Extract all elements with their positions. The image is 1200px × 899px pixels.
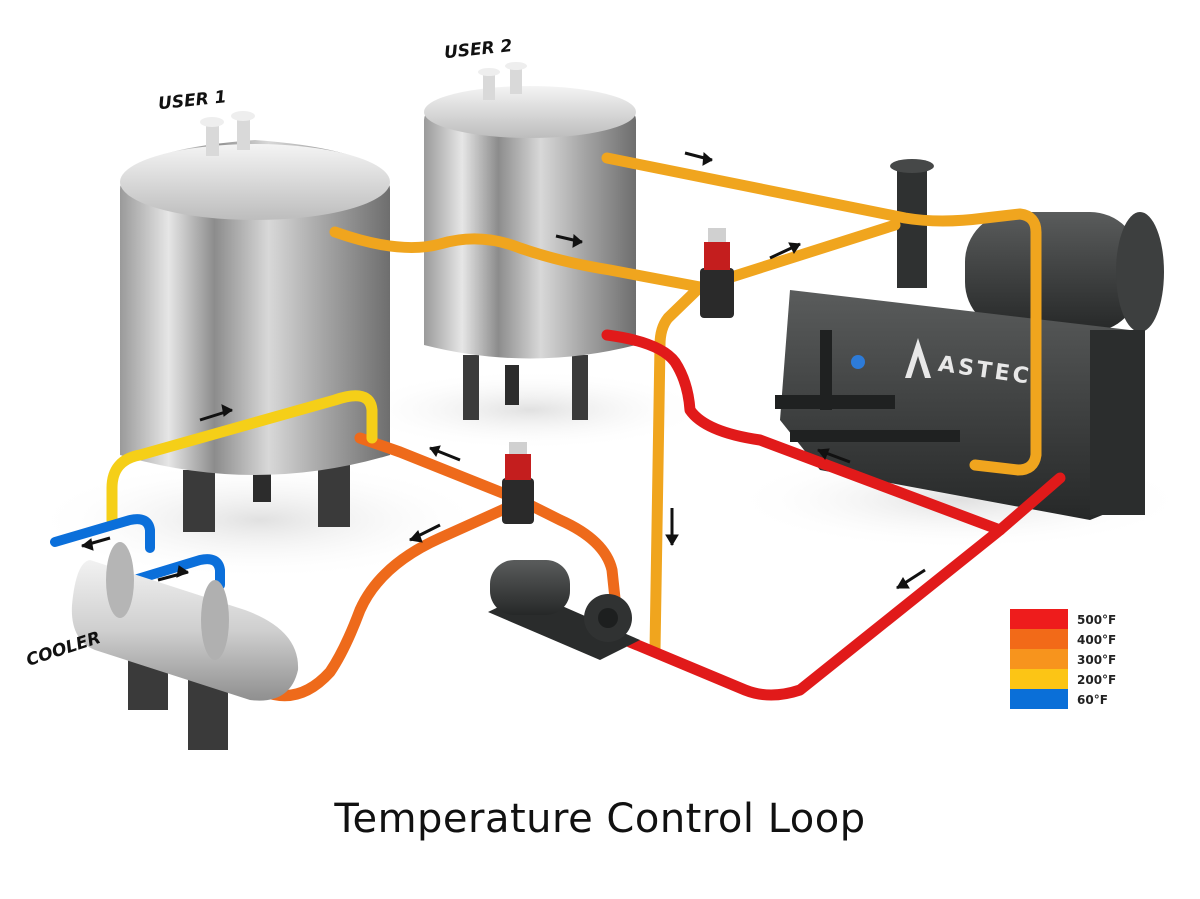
flow-arrow-icon [157, 565, 190, 582]
brand-logo-icon [905, 338, 931, 378]
flow-arrow-icon [409, 523, 441, 543]
tank-nozzle [505, 62, 527, 70]
flow-arrow-icon [199, 404, 233, 422]
diagram-caption: Temperature Control Loop [334, 796, 866, 842]
tank-leg [572, 355, 588, 420]
pipe-300-drop [649, 281, 706, 656]
pump-housing [598, 608, 618, 628]
pipe-300-supply [601, 152, 1042, 476]
heater-pipework [775, 395, 895, 409]
cooler-label: COOLER [24, 628, 103, 671]
valve-lower [502, 442, 534, 524]
floor-shadow [30, 460, 490, 580]
gauge-icon [851, 355, 865, 369]
tank-top [424, 86, 636, 138]
tank-nozzle [200, 117, 224, 127]
pump [488, 560, 640, 660]
temperature-legend: 500°F 400°F 300°F 200°F 60°F [1010, 609, 1116, 709]
flow-arrow-icon [665, 508, 679, 546]
tank-nozzle [237, 116, 250, 150]
legend-label: 60°F [1077, 693, 1108, 707]
legend-swatch [1010, 629, 1068, 649]
flow-arrow-icon [684, 151, 713, 166]
legend-item: 60°F [1010, 689, 1108, 709]
flow-arrow-icon [555, 233, 583, 248]
valve-actuator [708, 228, 726, 242]
heater-pipework [820, 330, 832, 410]
legend-swatch [1010, 609, 1068, 629]
tank-nozzle [483, 72, 495, 100]
pipe-60-out [113, 554, 225, 590]
tank-nozzle [206, 122, 219, 156]
legend-swatch [1010, 649, 1068, 669]
valve-actuator [505, 454, 531, 480]
tank-nozzle [510, 66, 522, 94]
flow-arrow-icon [429, 445, 461, 462]
cooler-flange [106, 542, 134, 618]
pipe-200-cooler [106, 390, 378, 526]
flow-arrow-icon [80, 536, 111, 551]
tank-nozzle [478, 68, 500, 76]
tank-leg [505, 365, 519, 405]
valve-icon [700, 268, 734, 318]
tank-leg [318, 462, 350, 527]
legend-label: 500°F [1077, 613, 1116, 627]
heater-drum [965, 212, 1140, 332]
flow-arrows [80, 151, 926, 590]
legend-item: 300°F [1010, 649, 1116, 669]
tank-top [120, 144, 390, 220]
pipe-network [50, 152, 1066, 702]
tank-nozzle [231, 111, 255, 121]
pipe-300-branch [329, 219, 901, 293]
tank-body [120, 140, 390, 475]
pipe-400-cooler [259, 496, 526, 702]
valve-actuator [509, 442, 527, 454]
user2-label: USER 2 [443, 36, 513, 63]
heater-body [780, 290, 1140, 520]
legend-label: 200°F [1077, 673, 1116, 687]
pipe-500-return [601, 329, 1066, 536]
flow-arrow-icon [817, 448, 851, 464]
tank-leg [253, 472, 271, 502]
legend-item: 200°F [1010, 669, 1116, 689]
heater-stack [897, 168, 927, 288]
flow-arrow-icon [769, 242, 801, 260]
legend-swatch [1010, 689, 1068, 709]
heater: ASTEC [775, 159, 1164, 520]
pipe-60-in [50, 514, 155, 553]
legend-item: 400°F [1010, 629, 1116, 649]
tank-body [424, 88, 636, 359]
user2-tank [424, 62, 636, 420]
legend-item: 500°F [1010, 609, 1116, 629]
legend-label: 300°F [1077, 653, 1116, 667]
user1-tank [120, 111, 390, 532]
tank-leg [463, 355, 479, 420]
cooler [71, 542, 299, 750]
valve-upper [700, 228, 734, 318]
heater-drum [1116, 212, 1164, 332]
floor-shadow [350, 370, 710, 450]
pump-icon [490, 560, 570, 615]
heater-stack [890, 159, 934, 173]
valve-actuator [704, 242, 730, 270]
valve-icon [502, 478, 534, 524]
heater-pipework [790, 430, 960, 442]
legend-label: 400°F [1077, 633, 1116, 647]
tank-leg [183, 470, 215, 532]
heater-end-box [1090, 330, 1145, 515]
pipe-400-loop [354, 432, 622, 614]
cooler-flange [201, 580, 229, 660]
flow-arrow-icon [896, 568, 926, 590]
pipe-500-main [624, 524, 1006, 701]
cooler-icon [71, 560, 299, 701]
legend-swatch [1010, 669, 1068, 689]
user1-label: USER 1 [157, 87, 227, 114]
